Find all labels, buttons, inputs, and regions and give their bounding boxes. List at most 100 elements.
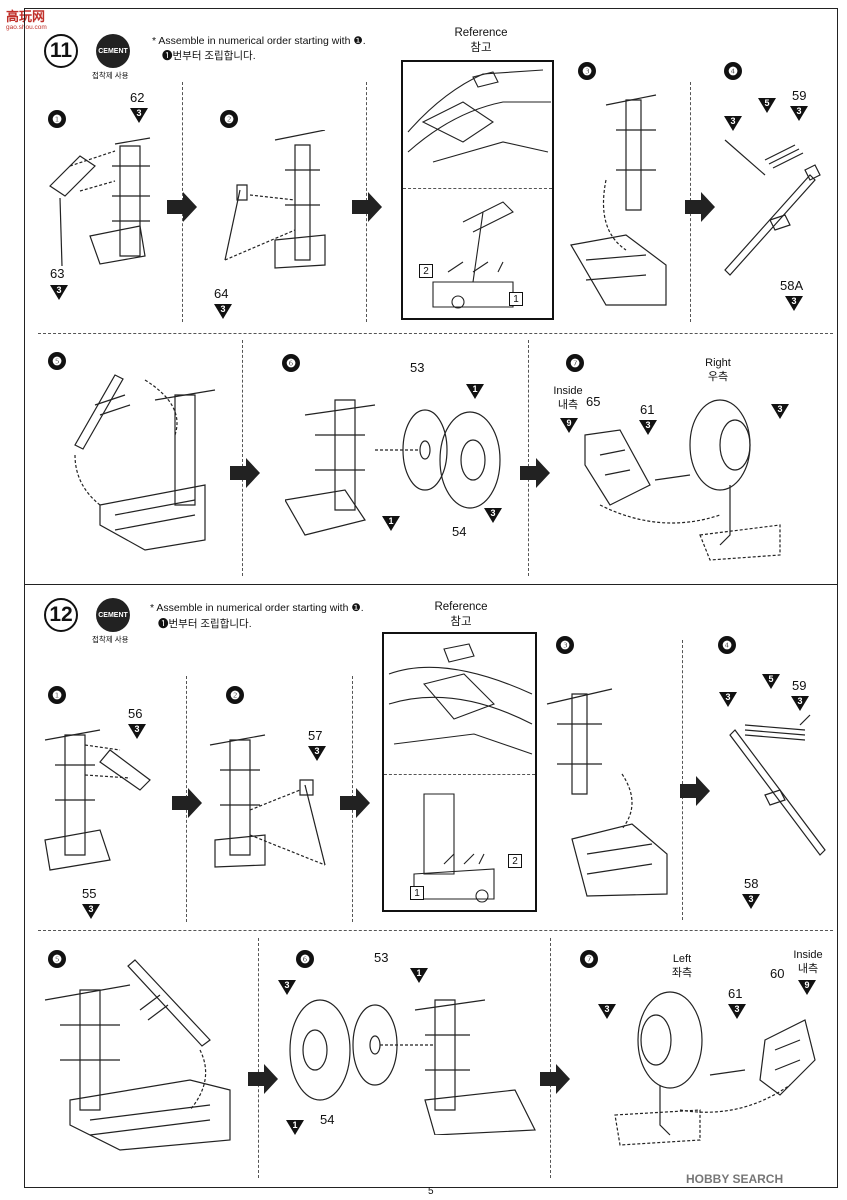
section-separator [24,584,838,585]
step-12-note-en: * Assemble in numerical order starting w… [150,602,364,614]
gear-bay-drawing [546,688,668,897]
reference-tag-1: 1 [509,292,523,306]
next-arrow [540,1064,570,1094]
sprue-code-label: 1 [472,384,478,394]
sprue-code-5 [762,674,780,689]
sprue-code-3 [785,296,803,311]
substep-7: ❼ [566,354,584,372]
gear-install-drawing [44,959,231,1151]
sprue-code-label: 3 [730,116,736,126]
sprue-code-1 [382,516,400,531]
substep-2: ❷ [226,686,244,704]
reference-tag-1: 1 [410,886,424,900]
substep-1: ❶ [48,110,66,128]
step-11-number: 11 [44,34,78,68]
wheel-install-drawing [289,999,536,1135]
next-arrow [167,192,197,222]
reference-en: Reference [434,601,488,613]
substep-7: ❼ [580,950,598,968]
reference-ko: 참고 [450,616,472,628]
reference-divider [384,774,535,775]
part-55: 55 [82,886,97,901]
sprue-code-3 [771,404,789,419]
retraction-strut-drawing [724,139,821,276]
substep-5: ❺ [48,950,66,968]
reference-drawing [388,643,533,903]
sprue-code-3 [130,108,148,123]
sprue-code-label: 3 [56,285,62,295]
substep-2: ❷ [220,110,238,128]
sprue-code-1 [410,968,428,983]
sprue-code-label: 1 [416,968,422,978]
landing-gear-strut-drawing [209,734,326,868]
part-53: 53 [410,360,425,375]
sprue-code-label: 3 [797,696,803,706]
sprue-code-label: 3 [734,1004,740,1014]
sprue-code-3 [50,285,68,300]
sprue-code-label: 3 [314,746,320,756]
part-64: 64 [214,286,229,301]
next-arrow [520,458,550,488]
part-61: 61 [728,986,743,1001]
divider [550,938,551,1178]
landing-gear-strut-drawing [44,729,151,871]
sprue-code-3 [278,980,296,995]
cement-label-ko: 접착제 사용 [92,71,129,80]
step-12-note-ko: ❶번부터 조립합니다. [158,618,252,630]
reference-ko: 참고 [470,42,492,54]
divider [682,640,683,920]
reference-tag-2: 2 [419,264,433,278]
sprue-code-label: 5 [764,98,770,108]
part-63: 63 [50,266,65,281]
divider [242,340,243,576]
part-65: 65 [586,394,601,409]
sprue-code-label: 5 [768,674,774,684]
sprue-code-label: 1 [292,1120,298,1130]
sprue-code-3 [791,696,809,711]
sprue-code-label: 9 [804,980,810,990]
page-number: 5 [428,1186,434,1197]
next-arrow [172,788,202,818]
substep-6: ❻ [296,950,314,968]
sprue-code-label: 9 [566,418,572,428]
retraction-strut-drawing [729,714,826,856]
part-59: 59 [792,678,807,693]
sprue-code-label: 3 [791,296,797,306]
reference-divider [403,188,552,189]
sprue-code-label: 3 [134,724,140,734]
sprue-code-1 [466,384,484,399]
sprue-code-label: 3 [748,894,754,904]
sprue-code-1 [286,1120,304,1135]
landing-gear-strut-drawing [49,137,151,267]
sprue-code-5 [758,98,776,113]
part-59: 59 [792,88,807,103]
sprue-code-label: 1 [388,516,394,526]
landing-gear-strut-drawing [224,130,326,269]
sprue-code-3 [214,304,232,319]
step-11-note-ko: ❶번부터 조립합니다. [162,50,256,62]
sprue-code-3 [308,746,326,761]
part-58: 58 [744,876,759,891]
sprue-code-3 [128,724,146,739]
step-12-number: 12 [44,598,78,632]
sprue-code-3 [724,116,742,131]
page-frame [24,8,838,1188]
step-11-reference-title: Reference 참고 [440,26,522,56]
gear-door-install-drawing [614,991,816,1146]
substep-3: ❸ [556,636,574,654]
hobbysearch-watermark: HOBBY SEARCH [686,1172,784,1186]
part-54: 54 [320,1112,335,1127]
reference-tag-2: 2 [508,854,522,868]
cement-label-ko: 접착제 사용 [92,635,129,644]
step-11-reference-box: 2 1 [401,60,554,320]
sprue-code-label: 3 [220,304,226,314]
sprue-code-label: 3 [796,106,802,116]
sprue-code-label: 3 [284,980,290,990]
part-56: 56 [128,706,143,721]
next-arrow [680,776,710,806]
substep-1: ❶ [48,686,66,704]
sprue-code-label: 3 [777,404,783,414]
